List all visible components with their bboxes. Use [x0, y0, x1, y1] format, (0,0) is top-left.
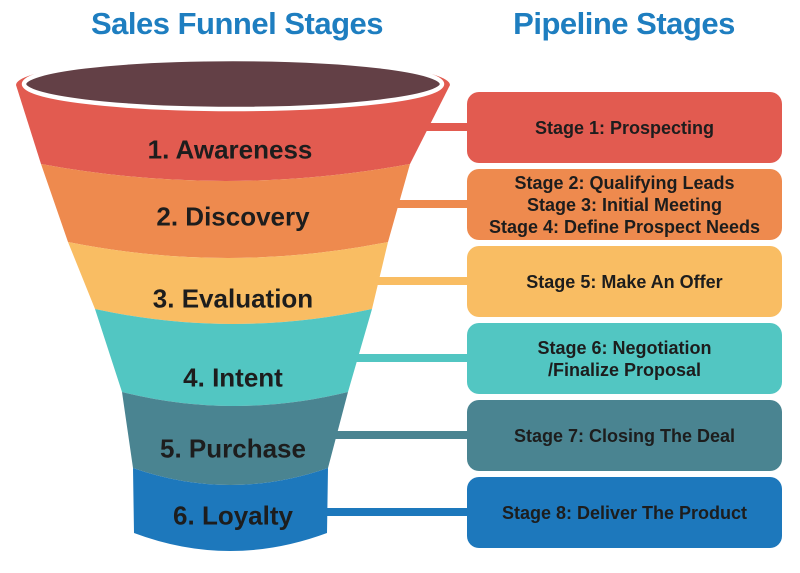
pipeline-stage-label-4: Stage 6: Negotiation /Finalize Proposal: [537, 337, 712, 380]
pipeline-stage-label-3: Stage 5: Make An Offer: [526, 271, 723, 292]
funnel-graphic: [16, 56, 450, 551]
pipeline-stage-box-5: Stage 7: Closing The Deal: [467, 400, 782, 471]
pipeline-column-title: Pipeline Stages: [513, 6, 735, 41]
funnel-band-purchase: [122, 392, 348, 485]
pipeline-stage-box-3: Stage 5: Make An Offer: [467, 246, 782, 317]
funnel-label-awareness: 1. Awareness: [147, 134, 313, 165]
funnel-band-intent: [95, 309, 372, 406]
pipeline-stage-box-6: Stage 8: Deliver The Product: [467, 477, 782, 548]
connector-line-stage4: [300, 354, 475, 362]
funnel-label-intent: 4. Intent: [183, 362, 283, 393]
pipeline-stage-label-1: Stage 1: Prospecting: [534, 117, 715, 138]
pipeline-stage-box-2: Stage 2: Qualifying Leads Stage 3: Initi…: [467, 169, 782, 240]
pipeline-stage-label-6: Stage 8: Deliver The Product: [501, 502, 748, 523]
funnel-band-loyalty: [133, 468, 328, 551]
connector-line-stage5: [300, 431, 475, 439]
funnel-column-title: Sales Funnel Stages: [91, 6, 384, 41]
pipeline-stage-label-5: Stage 7: Closing The Deal: [513, 425, 736, 446]
connector-line-stage6: [290, 508, 475, 516]
pipeline-stage-box-4: Stage 6: Negotiation /Finalize Proposal: [467, 323, 782, 394]
funnel-band-discovery: [41, 164, 410, 258]
funnel-band-evaluation: [68, 242, 388, 324]
funnel-label-discovery: 2. Discovery: [156, 201, 310, 232]
pipeline-stage-label-2: Stage 2: Qualifying Leads Stage 3: Initi…: [488, 172, 761, 237]
connector-line-stage3: [310, 277, 475, 285]
funnel-label-loyalty: 6. Loyalty: [173, 500, 293, 531]
funnel-top-opening: [21, 56, 445, 112]
funnel-label-evaluation: 3. Evaluation: [152, 283, 314, 314]
pipeline-stage-box-1: Stage 1: Prospecting: [467, 92, 782, 163]
funnel-label-purchase: 5. Purchase: [160, 433, 306, 464]
